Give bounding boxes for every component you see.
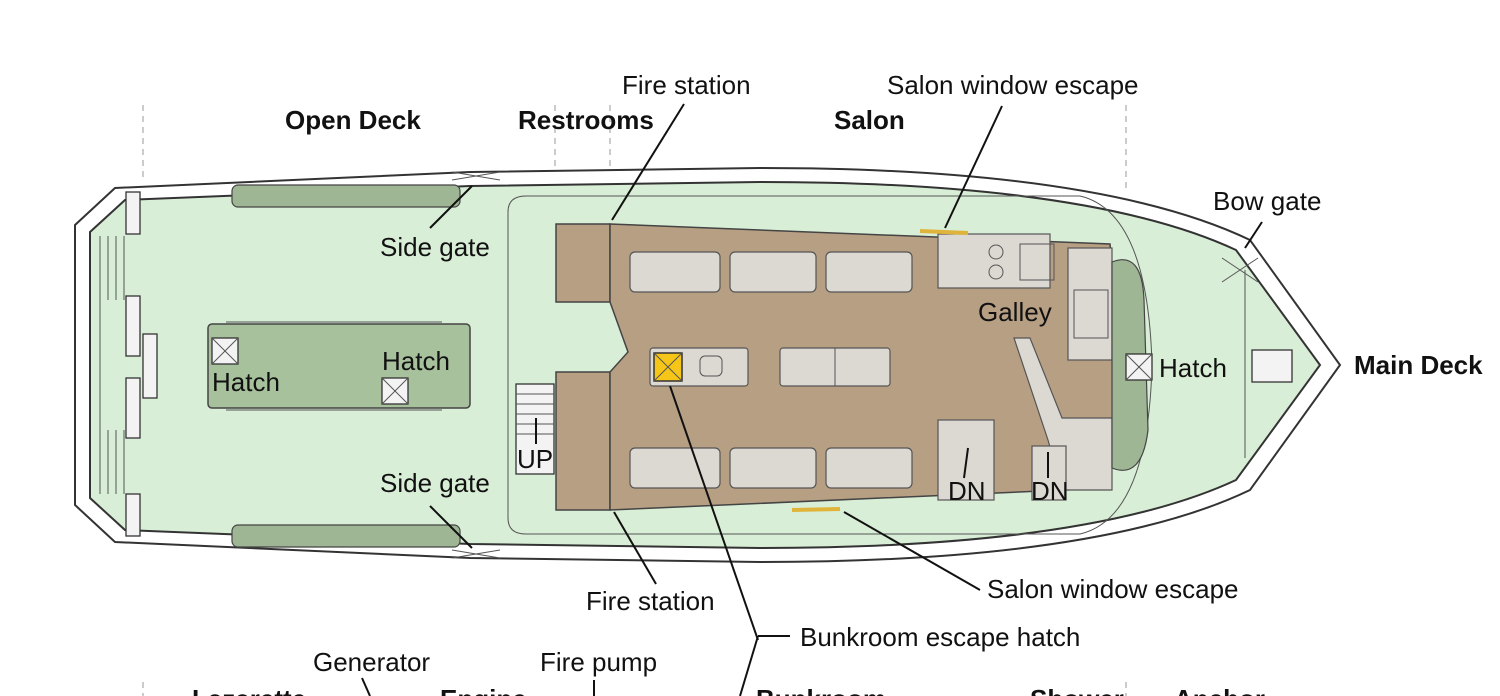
label-fire-pump: Fire pump <box>540 647 657 677</box>
side-gate-bottom-marker <box>451 549 501 559</box>
label-dn-right: DN <box>1031 476 1069 506</box>
label-side-gate-top: Side gate <box>380 232 490 262</box>
section-restrooms: Restrooms <box>518 105 654 135</box>
anchor-windlass <box>1251 349 1293 383</box>
label-bunkroom-escape-hatch: Bunkroom escape hatch <box>800 622 1080 652</box>
section-bunkroom: Bunkroom <box>756 684 886 696</box>
label-dn-left: DN <box>948 476 986 506</box>
leader-lines <box>361 103 1263 696</box>
label-hatch-center: Hatch <box>382 346 450 376</box>
restroom-top <box>555 223 611 303</box>
label-fire-station-top: Fire station <box>622 70 751 100</box>
bench-bottom <box>231 524 461 548</box>
label-salon-window-escape-top: Salon window escape <box>887 70 1139 100</box>
stern-rail <box>99 191 158 537</box>
section-open-deck: Open Deck <box>285 105 421 135</box>
side-gate-top-marker <box>451 171 501 181</box>
section-main-deck: Main Deck <box>1354 350 1483 380</box>
label-side-gate-bottom: Side gate <box>380 468 490 498</box>
label-salon-window-escape-bottom: Salon window escape <box>987 574 1239 604</box>
restroom-bottom <box>555 371 611 511</box>
label-hatch-right: Hatch <box>1159 353 1227 383</box>
label-galley: Galley <box>978 297 1052 327</box>
section-dividers <box>142 105 1127 696</box>
section-salon: Salon <box>834 105 905 135</box>
bench-top <box>231 184 461 208</box>
bow-gate-marker <box>1221 257 1259 283</box>
section-shower: Shower <box>1030 684 1124 696</box>
label-hatch-left: Hatch <box>212 367 280 397</box>
section-anchor: Anchor <box>1174 684 1265 696</box>
salon-seating-bottom <box>629 447 913 489</box>
salon-seating-top <box>629 251 913 293</box>
galley-counter-side <box>1067 247 1113 361</box>
label-fire-station-bottom: Fire station <box>586 586 715 616</box>
label-generator: Generator <box>313 647 430 677</box>
label-bow-gate: Bow gate <box>1213 186 1321 216</box>
label-up: UP <box>517 444 553 474</box>
section-lazarette: Lazarette <box>192 684 306 696</box>
section-engine: Engine <box>440 684 527 696</box>
